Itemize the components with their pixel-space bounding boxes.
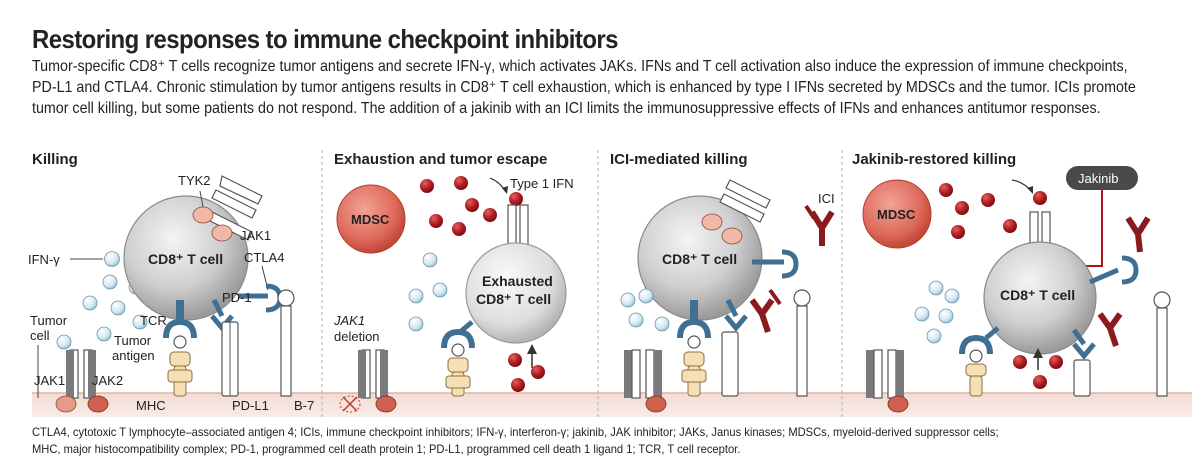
intro-line: PD-L1 and CTLA4. Chronic stimulation by … xyxy=(32,79,1136,96)
abbreviations-footer: CTLA4, cytotoxic T lymphocyte–associated… xyxy=(32,424,999,458)
mdsc-cell xyxy=(336,184,406,254)
jakinib-tag xyxy=(1066,166,1138,190)
jak2-tumor xyxy=(87,395,109,413)
ici-antibody xyxy=(804,204,835,246)
mhc-exhaustion xyxy=(445,357,471,397)
panel-killing: CD8⁺ T cell TYK2 JAK1 IFN-γ CTLA4 B-7 PD xyxy=(28,173,314,413)
jak1-deletion-receptor xyxy=(339,349,397,413)
cd8-t-cell-label-3: CD8⁺ T cell xyxy=(662,251,737,267)
mhc-label: MHC xyxy=(136,398,166,413)
panel-jakinib-killing: MDSC Jakinib CD8⁺ T cell xyxy=(862,166,1171,413)
tcr-label: TCR xyxy=(140,313,167,328)
jak1 xyxy=(211,224,233,242)
exhausted-label-1: Exhausted xyxy=(482,273,553,289)
footer-line: CTLA4, cytotoxic T lymphocyte–associated… xyxy=(32,425,999,439)
ifn-gamma-receptor xyxy=(192,175,263,242)
tumor-ifn-receptor xyxy=(55,349,109,413)
jakinib-label: Jakinib xyxy=(1078,171,1118,186)
footer-line: MHC, major histocompatibility complex; P… xyxy=(32,442,741,456)
jak1-deletion-label-1: JAK1 xyxy=(333,313,365,328)
pd1-label: PD-1 xyxy=(222,290,252,305)
exhausted-label-2: CD8⁺ T cell xyxy=(476,291,551,307)
tumor-antigen xyxy=(173,335,187,349)
mdsc-label-4: MDSC xyxy=(877,207,916,222)
pdl1-ligand xyxy=(221,321,239,397)
jak1-bottom-label: JAK1 xyxy=(34,373,65,388)
intro-paragraph: Tumor-specific CD8⁺ T cells recognize tu… xyxy=(32,56,1148,119)
mhc xyxy=(167,351,193,397)
jak2-label: JAK2 xyxy=(92,373,123,388)
ifn-gamma-label: IFN-γ xyxy=(28,252,60,267)
panel-ici-killing: CD8⁺ T cell ICI xyxy=(620,179,835,413)
panel-title-exhaustion: Exhaustion and tumor escape xyxy=(334,151,547,168)
tumor-antigen-label-1: Tumor xyxy=(114,333,152,348)
tumor-membrane xyxy=(32,393,1192,417)
type1-ifn-molecules xyxy=(420,176,545,392)
ici-label: ICI xyxy=(818,191,835,206)
jak1-top-label: JAK1 xyxy=(240,228,271,243)
tyk2 xyxy=(192,206,214,224)
ifn-gamma-molecules-2 xyxy=(408,252,448,332)
panel-title-ici-killing: ICI-mediated killing xyxy=(610,151,748,168)
pdl1-label: PD-L1 xyxy=(232,398,269,413)
type1-ifn-label: Type 1 IFN xyxy=(510,176,574,191)
intro-line: Tumor-specific CD8⁺ T cells recognize tu… xyxy=(32,58,1128,75)
b7-label: B-7 xyxy=(294,398,314,413)
tumor-cell-label-2: cell xyxy=(30,328,50,343)
panel-exhaustion: MDSC Type 1 IFN Exhausted CD8⁺ T cell xyxy=(333,176,574,413)
tumor-cell-label-1: Tumor xyxy=(30,313,68,328)
intro-line: tumor cell killing, but some patients do… xyxy=(32,100,1101,117)
panel-title-jakinib-killing: Jakinib-restored killing xyxy=(852,151,1016,168)
figure-title: Restoring responses to immune checkpoint… xyxy=(32,24,618,54)
exhausted-t-cell xyxy=(465,242,567,344)
ctla4-label: CTLA4 xyxy=(244,250,284,265)
mdsc-cell-4 xyxy=(862,179,932,249)
mdsc-label: MDSC xyxy=(351,212,390,227)
tcr xyxy=(163,300,197,339)
jak1-tumor xyxy=(55,395,77,413)
cd8-t-cell-label: CD8⁺ T cell xyxy=(148,251,223,267)
tyk2-label: TYK2 xyxy=(178,173,211,188)
panel-title-killing: Killing xyxy=(32,151,78,168)
ifn-gamma-molecules xyxy=(56,251,148,350)
tumor-antigen-label-2: antigen xyxy=(112,348,155,363)
jak1-deletion-label-2: deletion xyxy=(334,329,380,344)
cd8-t-cell-label-4: CD8⁺ T cell xyxy=(1000,287,1075,303)
b7-ligand xyxy=(277,289,295,397)
